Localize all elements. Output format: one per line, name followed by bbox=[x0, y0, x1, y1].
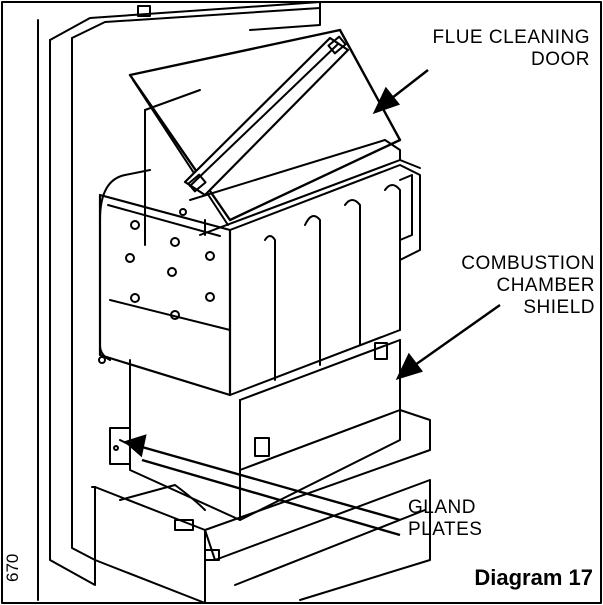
label-line: COMBUSTION bbox=[461, 253, 595, 274]
label-line: GLAND bbox=[408, 497, 476, 518]
label-combustion-chamber-shield: COMBUSTION CHAMBER SHIELD bbox=[420, 253, 595, 319]
label-line: CHAMBER bbox=[496, 275, 595, 296]
heat-exchanger-body bbox=[98, 159, 421, 521]
gland-plates-panel bbox=[109, 427, 131, 465]
base-plinth bbox=[94, 409, 431, 604]
screw bbox=[98, 356, 106, 364]
label-flue-cleaning-door: FLUE CLEANING DOOR bbox=[400, 27, 590, 71]
flue-box bbox=[144, 89, 401, 246]
label-gland-plates: GLAND PLATES bbox=[408, 497, 528, 541]
flue-cleaning-door bbox=[128, 28, 402, 226]
label-line: PLATES bbox=[408, 519, 483, 540]
combustion-chamber-shield-panel bbox=[239, 339, 401, 521]
diagram-caption: Diagram 17 bbox=[474, 565, 593, 590]
leader-arrows bbox=[123, 69, 501, 537]
label-line: SHIELD bbox=[523, 297, 595, 318]
figure-code: 670 bbox=[3, 553, 22, 582]
bolt-heads bbox=[125, 208, 215, 320]
label-line: DOOR bbox=[531, 49, 590, 70]
label-line: FLUE CLEANING bbox=[432, 27, 590, 48]
